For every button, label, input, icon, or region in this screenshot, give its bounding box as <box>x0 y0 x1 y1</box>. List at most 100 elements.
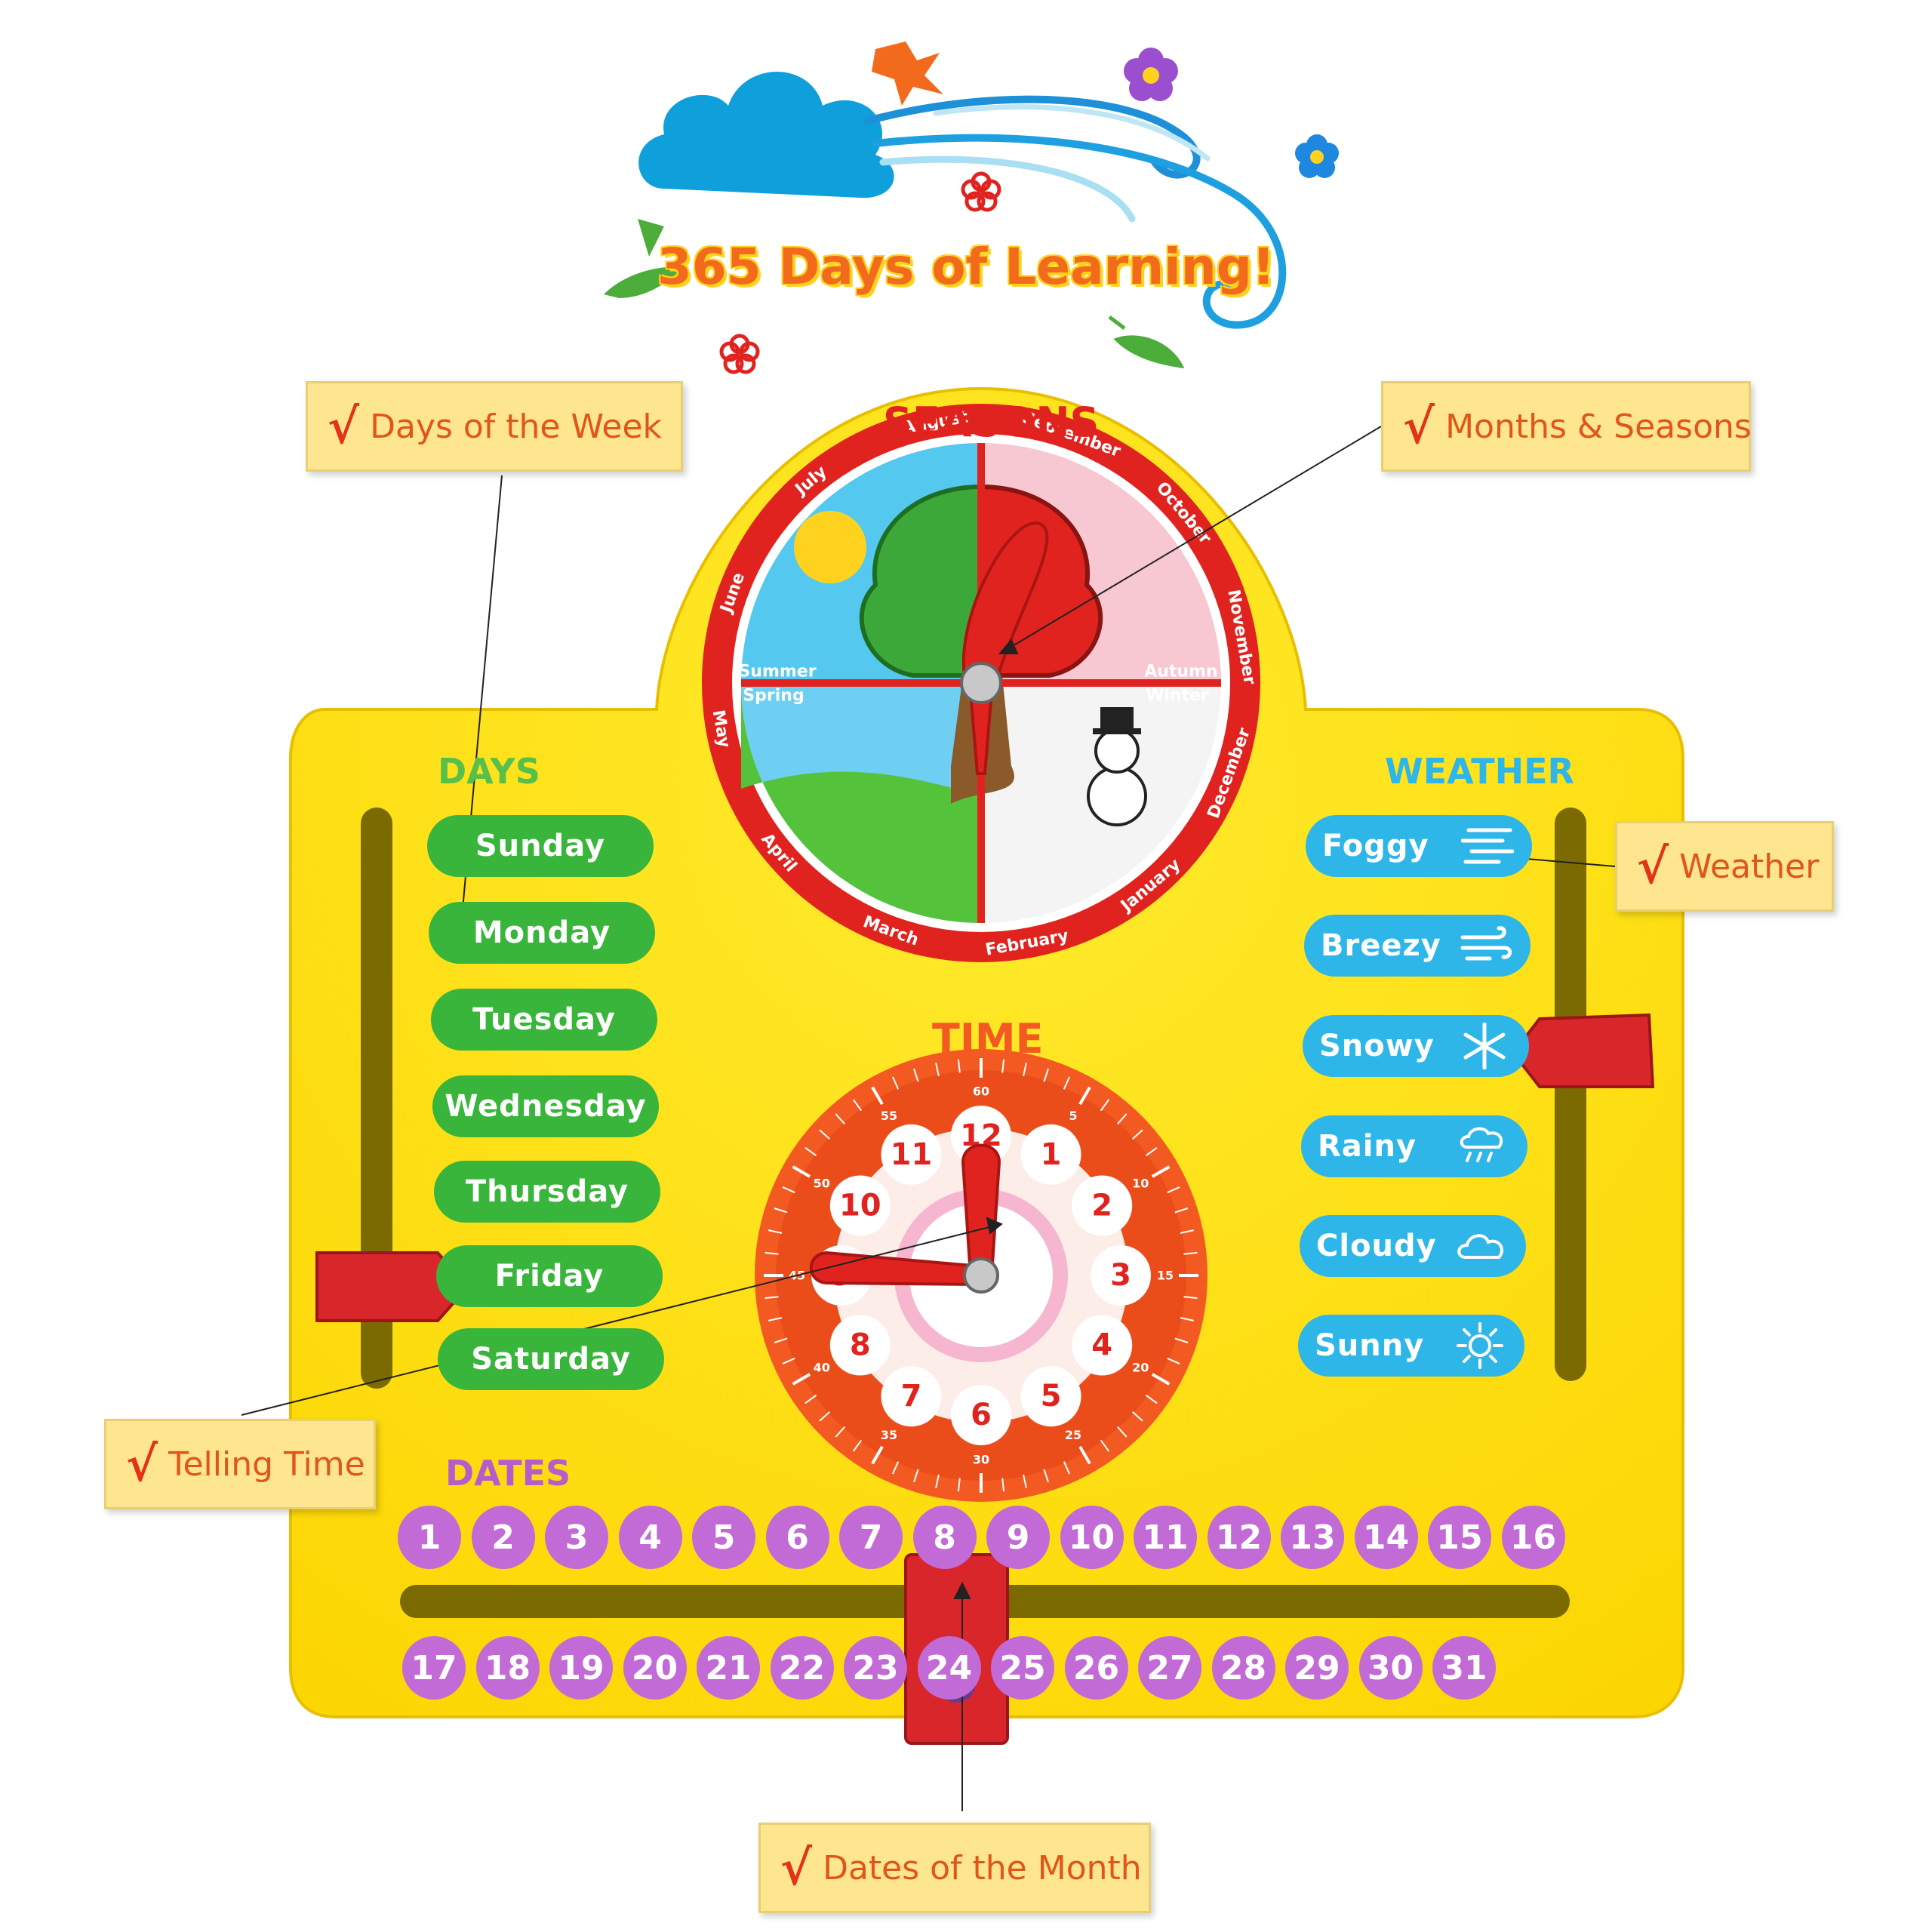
day-friday[interactable]: Friday <box>436 1245 663 1307</box>
date-29[interactable]: 29 <box>1285 1636 1349 1700</box>
date-27[interactable]: 27 <box>1138 1636 1201 1700</box>
callout-weather: √ Weather <box>1615 821 1834 912</box>
clock-tick <box>891 1076 900 1090</box>
clock-minute-label: 40 <box>814 1361 830 1375</box>
clock-hour-bubble <box>951 1385 1011 1445</box>
clock-tick <box>792 1165 811 1178</box>
clock-hour-label: 11 <box>891 1137 933 1172</box>
date-25[interactable]: 25 <box>991 1636 1054 1700</box>
date-7[interactable]: 7 <box>839 1506 903 1569</box>
cloud-icon <box>1457 1234 1503 1259</box>
clock-hour-label: 4 <box>1091 1328 1112 1363</box>
date-13[interactable]: 13 <box>1281 1506 1344 1569</box>
season-label: Autumn <box>1144 663 1217 681</box>
clock-tick <box>1001 1478 1005 1492</box>
clock-tick <box>768 1317 783 1321</box>
date-28[interactable]: 28 <box>1211 1636 1275 1700</box>
weather-breezy[interactable]: Breezy <box>1304 915 1531 977</box>
clock-tick <box>1174 1208 1189 1214</box>
clock-tick <box>1131 1129 1143 1140</box>
date-4[interactable]: 4 <box>618 1506 682 1569</box>
clock-hour-bubble <box>1020 1366 1081 1427</box>
clock-tick <box>774 1337 788 1343</box>
clock-tick <box>1116 1426 1128 1438</box>
clock-hour-label: 5 <box>1041 1379 1062 1414</box>
clock-tick <box>1023 1474 1027 1488</box>
weather-rainy[interactable]: Rainy <box>1301 1115 1527 1177</box>
clock-minute-labels: 60510152025303540455055 <box>789 1084 1174 1467</box>
clock-tick <box>913 1068 919 1082</box>
date-9[interactable]: 9 <box>986 1506 1050 1569</box>
date-6[interactable]: 6 <box>765 1506 829 1569</box>
clock-pivot <box>963 1257 999 1294</box>
clock-tick <box>1180 1229 1194 1234</box>
wind-swirl-icon <box>864 95 1287 329</box>
clock-hour-label: 10 <box>839 1189 881 1223</box>
weather-sunny-label: Sunny <box>1315 1328 1425 1363</box>
clock-tick <box>1151 1373 1171 1386</box>
date-16[interactable]: 16 <box>1501 1506 1565 1569</box>
callout-dates-of-month: √ Dates of the Month <box>758 1823 1151 1913</box>
clock-hour-bubble <box>1072 1175 1133 1236</box>
clock-ticks <box>764 1058 1198 1493</box>
clock-tick <box>782 1357 795 1365</box>
date-12[interactable]: 12 <box>1207 1506 1271 1569</box>
header-decoration <box>604 42 1339 374</box>
date-5[interactable]: 5 <box>692 1506 755 1569</box>
minute-hand <box>961 1143 1001 1277</box>
check-icon: √ <box>126 1435 158 1493</box>
clock-tick <box>1100 1099 1110 1112</box>
date-23[interactable]: 23 <box>844 1636 907 1700</box>
date-8[interactable]: 8 <box>912 1506 977 1569</box>
clock-tick <box>1167 1186 1180 1194</box>
date-21[interactable]: 21 <box>697 1636 760 1700</box>
weather-foggy[interactable]: Foggy <box>1306 815 1532 877</box>
date-26[interactable]: 26 <box>1064 1636 1128 1700</box>
clock-hour-label: 1 <box>1041 1137 1062 1172</box>
seasons-dial <box>702 404 1260 962</box>
date-14[interactable]: 14 <box>1354 1506 1418 1569</box>
clock-tick <box>774 1208 788 1214</box>
date-20[interactable]: 20 <box>623 1636 687 1700</box>
day-thursday[interactable]: Thursday <box>434 1161 660 1223</box>
clock-tick <box>804 1394 817 1404</box>
date-24[interactable]: 24 <box>917 1636 981 1700</box>
callout-dates-label: Dates of the Month <box>823 1848 1142 1887</box>
callout-weather-label: Weather <box>1679 847 1820 886</box>
day-saturday[interactable]: Saturday <box>438 1328 664 1390</box>
clock-tick <box>1043 1068 1049 1082</box>
date-19[interactable]: 19 <box>549 1636 613 1700</box>
clock-tick <box>852 1439 863 1452</box>
date-10[interactable]: 10 <box>1060 1506 1124 1569</box>
day-tuesday[interactable]: Tuesday <box>431 989 657 1051</box>
date-2[interactable]: 2 <box>471 1506 535 1569</box>
day-sunday[interactable]: Sunday <box>427 815 654 877</box>
clock-tick <box>768 1229 783 1234</box>
date-30[interactable]: 30 <box>1358 1636 1423 1700</box>
weather-title: WEATHER <box>1385 751 1574 792</box>
weather-cloudy[interactable]: Cloudy <box>1300 1215 1526 1277</box>
clock-minute-label: 55 <box>881 1109 897 1123</box>
weather-snowy[interactable]: Snowy <box>1303 1015 1529 1077</box>
day-monday[interactable]: Monday <box>429 902 655 964</box>
date-15[interactable]: 15 <box>1428 1506 1491 1569</box>
tree-canopy-summer <box>859 484 983 678</box>
clock-tick <box>819 1411 831 1422</box>
clock-hour-bubble <box>829 1175 891 1236</box>
dates-title: DATES <box>445 1453 571 1494</box>
clock-tick <box>819 1129 831 1140</box>
date-18[interactable]: 18 <box>475 1636 540 1700</box>
date-31[interactable]: 31 <box>1432 1636 1496 1700</box>
clock-minute-label: 25 <box>1065 1428 1081 1442</box>
callout-time-label: Telling Time <box>168 1444 365 1484</box>
date-3[interactable]: 3 <box>545 1506 608 1569</box>
days-slot <box>361 808 392 1389</box>
date-17[interactable]: 17 <box>402 1636 466 1700</box>
date-11[interactable]: 11 <box>1134 1506 1197 1569</box>
date-22[interactable]: 22 <box>770 1636 834 1700</box>
clock-hour-bubble <box>1072 1315 1133 1376</box>
day-wednesday[interactable]: Wednesday <box>432 1075 659 1137</box>
clock-tick <box>1183 1296 1198 1300</box>
weather-sunny[interactable]: Sunny <box>1298 1315 1524 1377</box>
date-1[interactable]: 1 <box>398 1506 461 1569</box>
